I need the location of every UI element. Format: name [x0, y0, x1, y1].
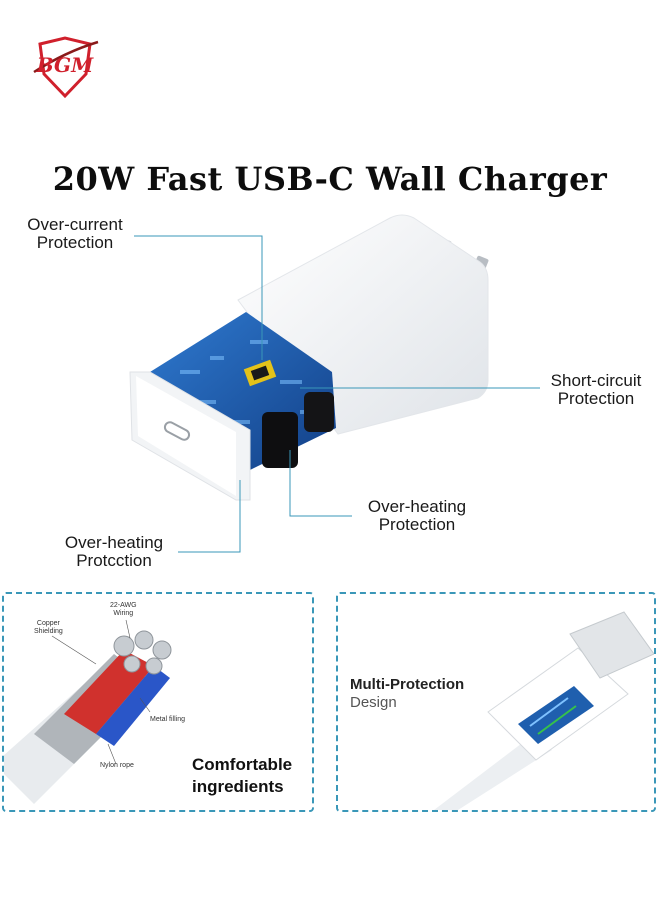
- callout-over-heating-right: Over-heating Protection: [367, 497, 467, 534]
- capacitor: [262, 412, 298, 468]
- cable-cross-section-image: [4, 619, 172, 804]
- cable-caption: Comfortable ingredients: [192, 755, 293, 796]
- callout-short-circuit: Short-circuit Protection: [550, 371, 642, 408]
- logo-text: BGM: [36, 53, 94, 77]
- callout-lines: [134, 235, 540, 553]
- label-awg-wiring: 22-AWG Wiring: [110, 602, 137, 617]
- label-copper-shielding: Copper Shielding: [34, 620, 63, 635]
- connector-panel: Multi-Protection Design: [336, 592, 656, 812]
- usb-c-port: [163, 421, 191, 441]
- page-title: 20W Fast USB-C Wall Charger: [52, 160, 608, 198]
- multi-protection-title: Multi-Protection: [350, 676, 465, 693]
- callout-over-current: Over-current Protection: [27, 215, 123, 252]
- logo-shield-icon: BGM: [33, 36, 99, 99]
- brand-logo: BGM: [28, 34, 102, 100]
- cable-panel: Copper Shielding 22-AWG Wiring Metal fil…: [2, 592, 314, 812]
- label-metal-filling: Metal filling: [150, 716, 186, 723]
- multi-protection-subtitle: Design: [350, 694, 397, 711]
- lightning-connector-image: [434, 611, 654, 810]
- label-nylon-rope: Nylon rope: [100, 762, 134, 769]
- callout-over-heating-left: Over-heating Protcction: [64, 533, 164, 570]
